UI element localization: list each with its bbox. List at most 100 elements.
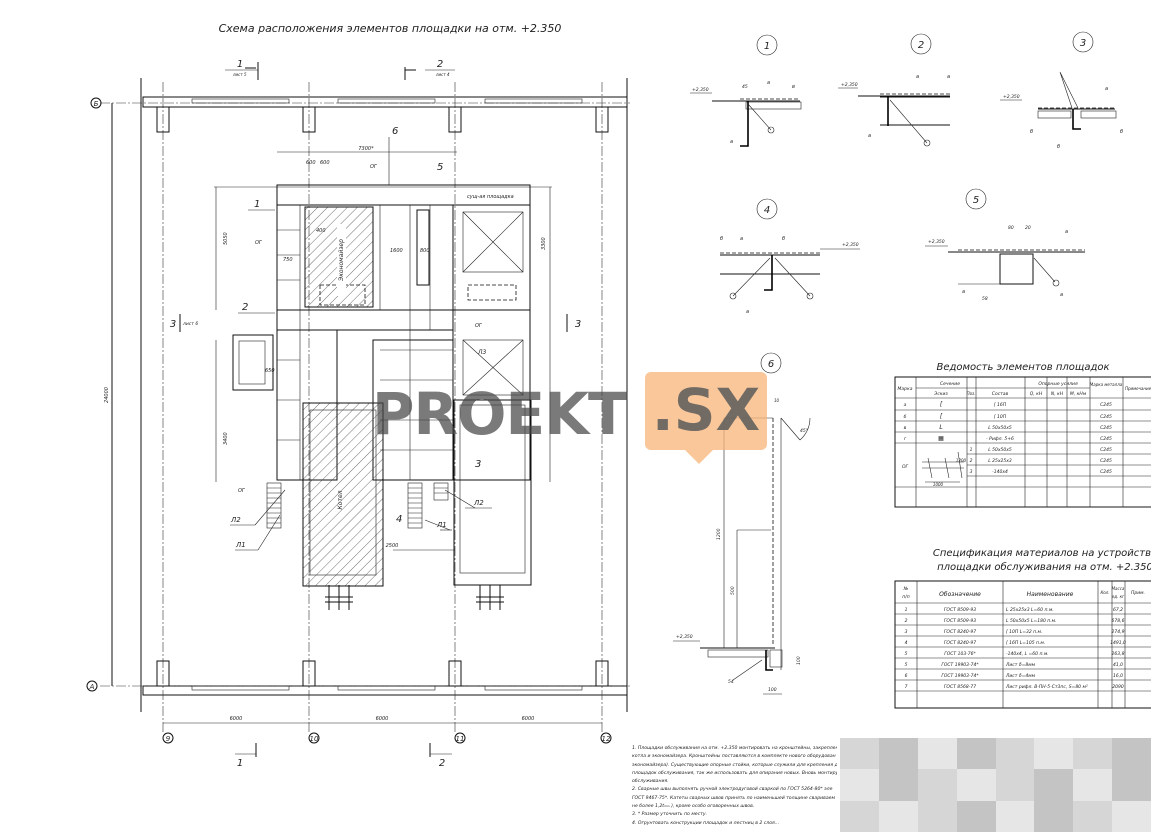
dim-label: 400: [316, 228, 326, 234]
header-forces: Опорные усилия: [1038, 381, 1078, 387]
axis-label: А: [89, 683, 95, 691]
header-comp: Состав: [992, 391, 1009, 397]
svg-text:+2,350: +2,350: [692, 87, 709, 93]
svg-text:2: 2: [437, 59, 443, 70]
label-l2: Л2: [473, 499, 484, 507]
dim-label: 2500: [386, 543, 399, 549]
label-l1: Л1: [436, 521, 447, 529]
svg-text:+2,350: +2,350: [841, 82, 858, 88]
svg-text:80: 80: [1008, 225, 1014, 231]
cell-comp: [ 16П: [994, 402, 1007, 408]
header-num: №: [903, 586, 909, 592]
svg-text:лист 5: лист 5: [232, 72, 247, 77]
cell-name: Лист рифл. В-ПН-5-Ст3пс, S=80 м²: [1005, 684, 1088, 690]
svg-text:лист 4: лист 4: [435, 72, 450, 77]
svg-text:а: а: [962, 289, 965, 295]
cell-name: [ 16П L=105 п.м.: [1006, 640, 1045, 646]
node-mark: 4: [396, 514, 402, 525]
label-og: ОГ: [475, 323, 483, 329]
cell-num: 5: [905, 651, 908, 657]
cell-steel: С245: [1100, 402, 1112, 408]
svg-text:20: 20: [1025, 225, 1031, 231]
svg-text:+2,350: +2,350: [1003, 94, 1020, 100]
svg-text:б: б: [1030, 129, 1033, 135]
axis-label: 11: [456, 735, 465, 743]
general-notes: 1. Площадки обслуживания на отм. +2.350 …: [632, 745, 837, 828]
svg-text:а: а: [868, 133, 871, 139]
dim-label: 5050: [223, 232, 229, 245]
cell-sketch: [: [940, 413, 943, 420]
svg-text:500: 500: [730, 586, 736, 595]
dim-width: 7300*: [358, 146, 374, 152]
axis-bubbles-columns: 9 10 11 12: [162, 732, 612, 744]
cell-mass: 263,8: [1112, 651, 1125, 657]
detail-6: 6 1200 500 45° 10 +2,350 100 100 54: [673, 352, 811, 695]
note-line: 4. Огрунтовать конструкции площадок и ле…: [632, 820, 780, 826]
wall-top: [142, 96, 628, 108]
node-mark: 1: [254, 199, 260, 210]
detail-1: 1 +2,350 45 ав а: [690, 34, 802, 147]
label-economizer: Экономайзер: [338, 239, 345, 282]
anchor-bolts: [325, 585, 504, 610]
cell-designation: ГОСТ 8568-77: [944, 684, 976, 690]
svg-text:2: 2: [439, 758, 445, 769]
cell-steel: С245: [1100, 447, 1112, 453]
svg-text:а: а: [1060, 292, 1063, 298]
header-mark: Марка: [898, 386, 913, 392]
cell-mass: 67,2: [1113, 607, 1123, 613]
svg-text:б: б: [1057, 144, 1060, 150]
axis-label: 12: [602, 735, 611, 743]
cell-name: L 25х25х3 L=60 п.м.: [1006, 607, 1054, 613]
cell-designation: ГОСТ 8240-97: [944, 629, 976, 635]
cell-comp: L 25х25х3: [988, 458, 1012, 464]
spec-table: Спецификация материалов на устройство пл…: [894, 548, 1151, 709]
node-mark: 3: [475, 459, 481, 470]
axis-label: Б: [94, 100, 99, 108]
svg-text:1: 1: [237, 59, 243, 70]
section-mark-2-top: 2 лист 4: [404, 59, 455, 80]
header-qty: Кол.: [1100, 590, 1109, 595]
svg-text:3: 3: [170, 319, 176, 330]
note-line: не более 1,2tₘᵢₙ ), кроме особо оговорен…: [632, 804, 755, 810]
cell-comp: L 50х50х5: [988, 425, 1012, 431]
label-boiler: Котел: [337, 490, 344, 509]
platform-plan: 7300* 5050 3400 3300 сущ-ая площадка: [214, 126, 552, 610]
cell-designation: ГОСТ 8509-93: [944, 618, 976, 624]
svg-text:6: 6: [768, 359, 774, 370]
cell-num: 5: [905, 662, 908, 668]
watermark-sx: .SX: [645, 372, 767, 464]
cell-mass: 678,6: [1112, 618, 1125, 624]
axis-bubble-b: [90, 97, 102, 109]
plan-drawing: Схема расположения элементов площадки на…: [86, 22, 630, 769]
note-line: обслуживания.: [632, 779, 669, 785]
cell-sketch: ▦: [938, 435, 944, 442]
cell-comp: L 50х50х5: [988, 447, 1012, 453]
spec-title-1: Спецификация материалов на устройство: [933, 548, 1151, 559]
header-steel: Марка металла: [1090, 382, 1123, 387]
cell-designation: ГОСТ 8509-93: [944, 607, 976, 613]
header-name: Наименование: [1027, 591, 1074, 598]
svg-text:б: б: [782, 236, 785, 242]
cell-num: 3: [905, 629, 908, 635]
header-note: Прим.: [1131, 590, 1145, 596]
cell-num: 4: [905, 640, 908, 646]
label-l3: Л3: [477, 349, 487, 356]
cell-mark: г: [904, 437, 907, 442]
header-mass: ед. кг: [1112, 594, 1125, 599]
dim-span: 6000: [522, 716, 535, 722]
cell-mark: б: [904, 414, 907, 420]
svg-text:1200: 1200: [716, 528, 722, 540]
note-line: экономайзера). Существующие опорные стой…: [632, 762, 837, 768]
cell-mass: 274,9: [1112, 629, 1125, 635]
svg-text:а: а: [1105, 86, 1108, 92]
cell-steel: С245: [1100, 414, 1112, 420]
svg-text:58: 58: [982, 296, 988, 302]
note-line: площадок обслуживания, так же использова…: [632, 770, 837, 776]
svg-text:а: а: [740, 236, 743, 242]
watermark-proekt: PROEKT: [372, 380, 628, 448]
svg-text:+2,350: +2,350: [842, 242, 859, 248]
svg-text:б: б: [720, 236, 723, 242]
svg-text:10: 10: [774, 398, 780, 403]
dim-label: 3400: [223, 432, 229, 445]
